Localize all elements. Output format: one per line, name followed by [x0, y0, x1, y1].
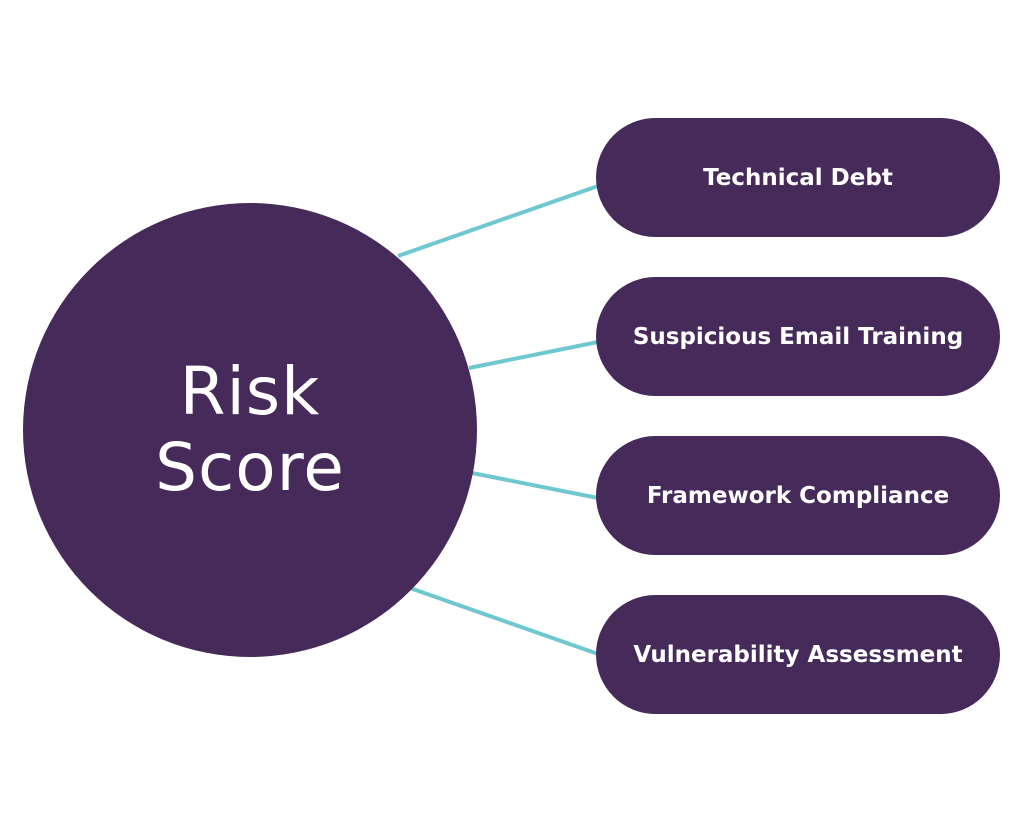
risk-score-node: Risk Score [23, 203, 477, 657]
connector-suspicious-email-training [468, 340, 599, 370]
connector-vulnerability-assessment [409, 586, 599, 656]
connector-technical-debt [397, 184, 599, 258]
factor-technical-debt: Technical Debt [596, 118, 1000, 237]
risk-score-title-line-2: Score [155, 429, 345, 506]
factor-vulnerability-assessment: Vulnerability Assessment [596, 595, 1000, 714]
factor-framework-compliance: Framework Compliance [596, 436, 1000, 555]
risk-score-title-line-1: Risk [179, 353, 321, 430]
factor-suspicious-email-training: Suspicious Email Training [596, 277, 1000, 396]
connector-framework-compliance [471, 471, 599, 500]
